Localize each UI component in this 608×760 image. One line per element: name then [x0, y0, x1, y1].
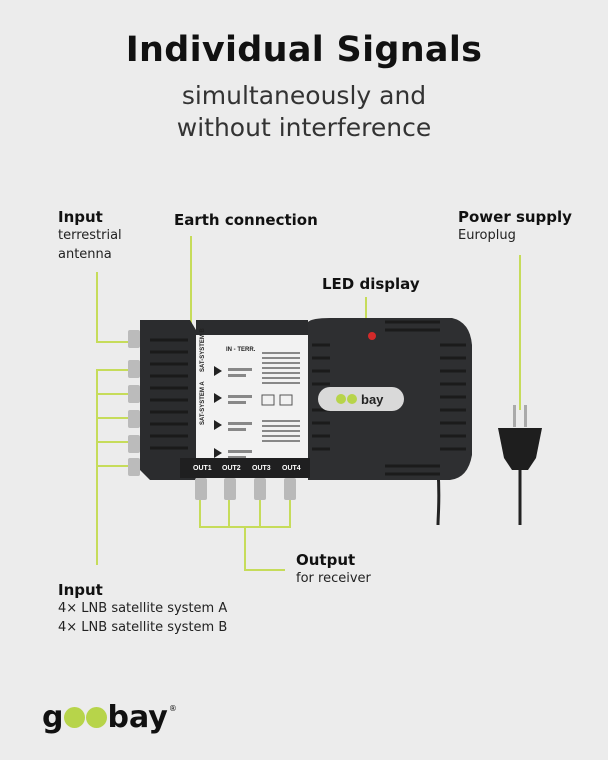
- sat-a-label: SAT-SYSTEM A: [200, 381, 206, 425]
- callout-output: Output for receiver: [296, 551, 371, 588]
- callout-input-terrestrial: Input terrestrial antenna: [58, 208, 122, 264]
- out3-label: OUT3: [252, 465, 271, 472]
- callout-power: Power supply Europlug: [458, 208, 572, 245]
- out1-label: OUT1: [193, 465, 212, 472]
- out4-label: OUT4: [282, 465, 301, 472]
- device-housing: bay: [140, 318, 472, 500]
- callout-earth: Earth connection: [174, 211, 318, 229]
- brand-plate-text: bay: [361, 392, 384, 407]
- callout-output-detail: for receiver: [296, 571, 371, 586]
- callout-output-title: Output: [296, 551, 356, 569]
- output-connectors: [195, 478, 296, 500]
- callout-power-detail: Europlug: [458, 228, 516, 243]
- trademark-symbol: ®: [168, 704, 177, 713]
- brand-plate: [318, 387, 404, 411]
- callout-input-terrestrial-title: Input: [58, 208, 103, 226]
- leader-output-tail: [244, 527, 285, 571]
- leader-input-lnb: [96, 369, 132, 565]
- callout-input-lnb: Input 4× LNB satellite system A 4× LNB s…: [58, 581, 227, 637]
- callout-input-terrestrial-detail: terrestrial antenna: [58, 228, 122, 262]
- europlug-icon: [498, 405, 542, 470]
- sat-b-label: SAT-SYSTEM B: [200, 327, 206, 372]
- headline-title: Individual Signals: [125, 30, 483, 70]
- callout-led-title: LED display: [322, 275, 420, 293]
- callout-led: LED display: [322, 275, 420, 293]
- out2-label: OUT2: [222, 465, 241, 472]
- callout-power-title: Power supply: [458, 208, 572, 226]
- goobay-logo: goobaygbay®: [42, 700, 177, 735]
- callout-input-lnb-detail: 4× LNB satellite system A 4× LNB satelli…: [58, 601, 228, 635]
- led-indicator-icon: [368, 332, 376, 340]
- callout-earth-title: Earth connection: [174, 211, 318, 229]
- headline-subtitle: simultaneously and without interference: [176, 81, 432, 142]
- terr-label: IN - TERR.: [226, 347, 256, 353]
- callout-input-lnb-title: Input: [58, 581, 103, 599]
- leader-input-terrestrial: [96, 272, 132, 343]
- leader-output: [199, 500, 291, 528]
- input-connectors: [128, 330, 140, 476]
